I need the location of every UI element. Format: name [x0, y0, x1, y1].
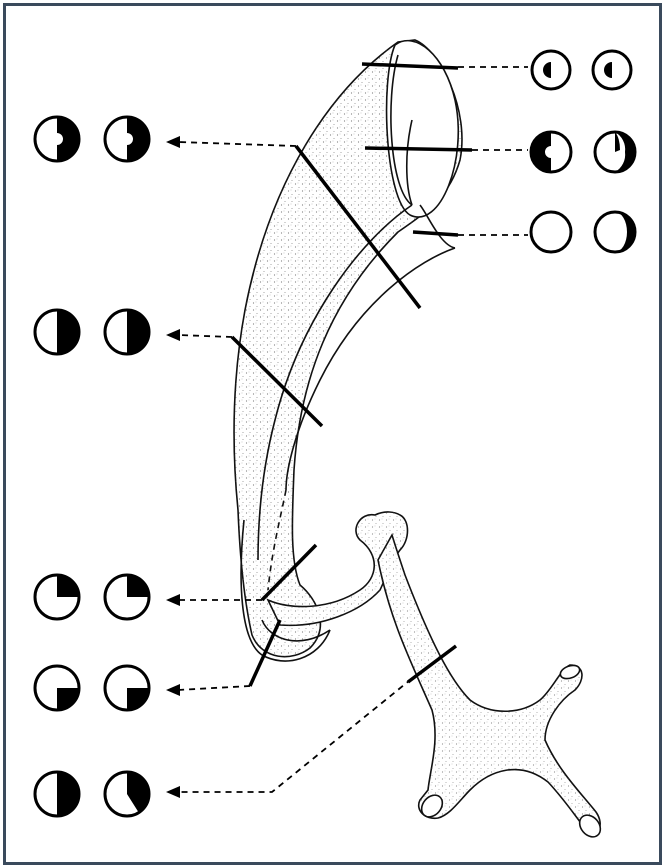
leader-mid-trunk	[178, 335, 232, 337]
section-circles-bottom-loop	[35, 666, 149, 710]
section-circles-mid-trunk	[35, 310, 149, 354]
section-circles-inner-tube	[531, 212, 635, 252]
arrow-lower-loop-icon	[166, 594, 180, 606]
leader-upper-trunk	[178, 142, 296, 146]
leader-stem	[178, 672, 420, 792]
arrowheads	[166, 136, 180, 798]
arrow-mid-trunk-icon	[166, 329, 180, 341]
arrow-bottom-loop-icon	[166, 684, 180, 696]
cut-upper-fold	[365, 148, 472, 150]
section-circles-stem	[35, 772, 149, 816]
arrow-upper-trunk-icon	[166, 136, 180, 148]
arrow-stem-icon	[166, 786, 180, 798]
leader-bottom-loop	[178, 686, 250, 690]
cut-inner-tube	[413, 232, 458, 235]
section-circles-top-tip	[532, 51, 631, 89]
section-circle	[531, 212, 571, 252]
section-circles-upper-fold	[531, 132, 635, 172]
section-circles-lower-loop	[35, 575, 149, 619]
branched-body	[378, 535, 605, 841]
section-circles-upper-trunk	[35, 117, 149, 161]
